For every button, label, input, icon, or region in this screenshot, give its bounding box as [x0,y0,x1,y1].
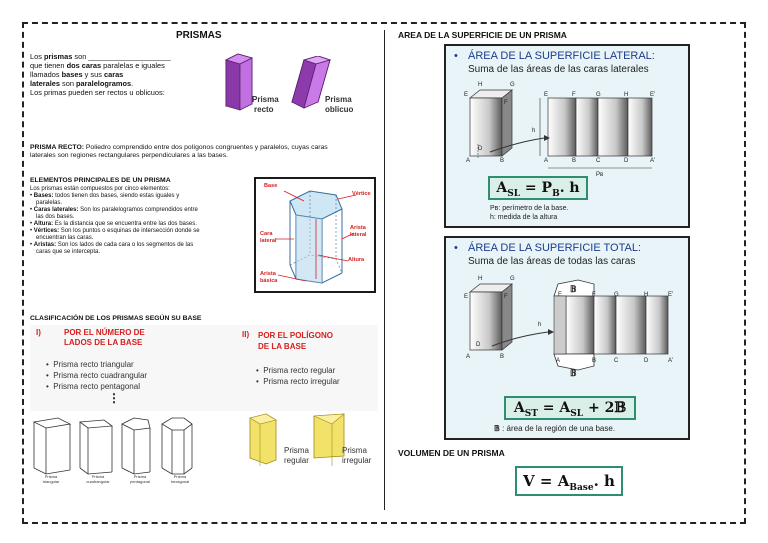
volumen-formula: V = ABase. h [515,466,623,496]
total-net-diagram [469,279,669,371]
total-formula: AST = ASL + 2𝔹 [504,396,636,420]
elementos-list: Los prismas están compuestos por cinco e… [30,186,246,256]
area-title: AREA DE LA SUPERFICIE DE UN PRISMA [398,30,567,40]
elemento-altura: • Altura: Es la distancia que se encuent… [30,221,197,227]
cls2-item: • Prisma recto regular [256,366,336,375]
cls1-item: • Prisma recto cuadrangular [46,371,148,380]
lateral-formula: ASL = PB. h [488,176,588,200]
cls1-item: • Prisma recto triangular [46,360,134,369]
page-frame [22,22,746,524]
lateral-net-diagram [469,89,653,169]
elemento-aristas: • Aristas: Son los lados de cada cara o … [30,242,194,248]
area-lateral-box: • ÁREA DE LA SUPERFICIE LATERAL: Suma de… [444,44,690,228]
prisma-recto-definition: PRISMA RECTO: Poliedro comprendido entre… [30,144,328,159]
area-total-box: • ÁREA DE LA SUPERFICIE TOTAL: Suma de l… [444,236,690,440]
cls2-item: • Prisma recto irregular [256,377,340,386]
clasificacion-title: CLASIFICACIÓN DE LOS PRISMAS SEGÚN SU BA… [30,315,202,322]
elemento-vertices: • Vértices: Son los puntos o esquinas de… [30,228,200,234]
cls1-item: • Prisma recto pentagonal [46,382,140,391]
elemento-caras: • Caras laterales: Son los paralelogramo… [30,207,198,213]
total-vertex-labels: H G E F E F G H E' D A B A B C D A' h 𝔹 … [464,276,674,378]
total-note: 𝔹 : área de la región de una base. [494,424,616,433]
lateral-vertex-labels: H G E F E F G H E' D A B A B C D A' h Pʙ [464,82,656,178]
volumen-title: VOLUMEN DE UN PRISMA [398,448,505,458]
column-divider [384,30,385,510]
lateral-notes: Pʙ: perímetro de la base.h: medida de la… [490,205,569,221]
intro-paragraph: Los prismas son ____________________ que… [30,52,171,97]
page-title: PRISMAS [176,30,222,41]
elementos-title: ELEMENTOS PRINCIPALES DE UN PRISMA [30,177,171,184]
prisma-oblicuo-image [291,56,332,109]
yellow-prisms-figure [249,413,345,466]
small-prisms-figure [32,417,193,475]
elemento-bases: • Bases: todos tienen dos bases, siendo … [30,193,180,199]
prisma-recto-image [224,53,254,111]
